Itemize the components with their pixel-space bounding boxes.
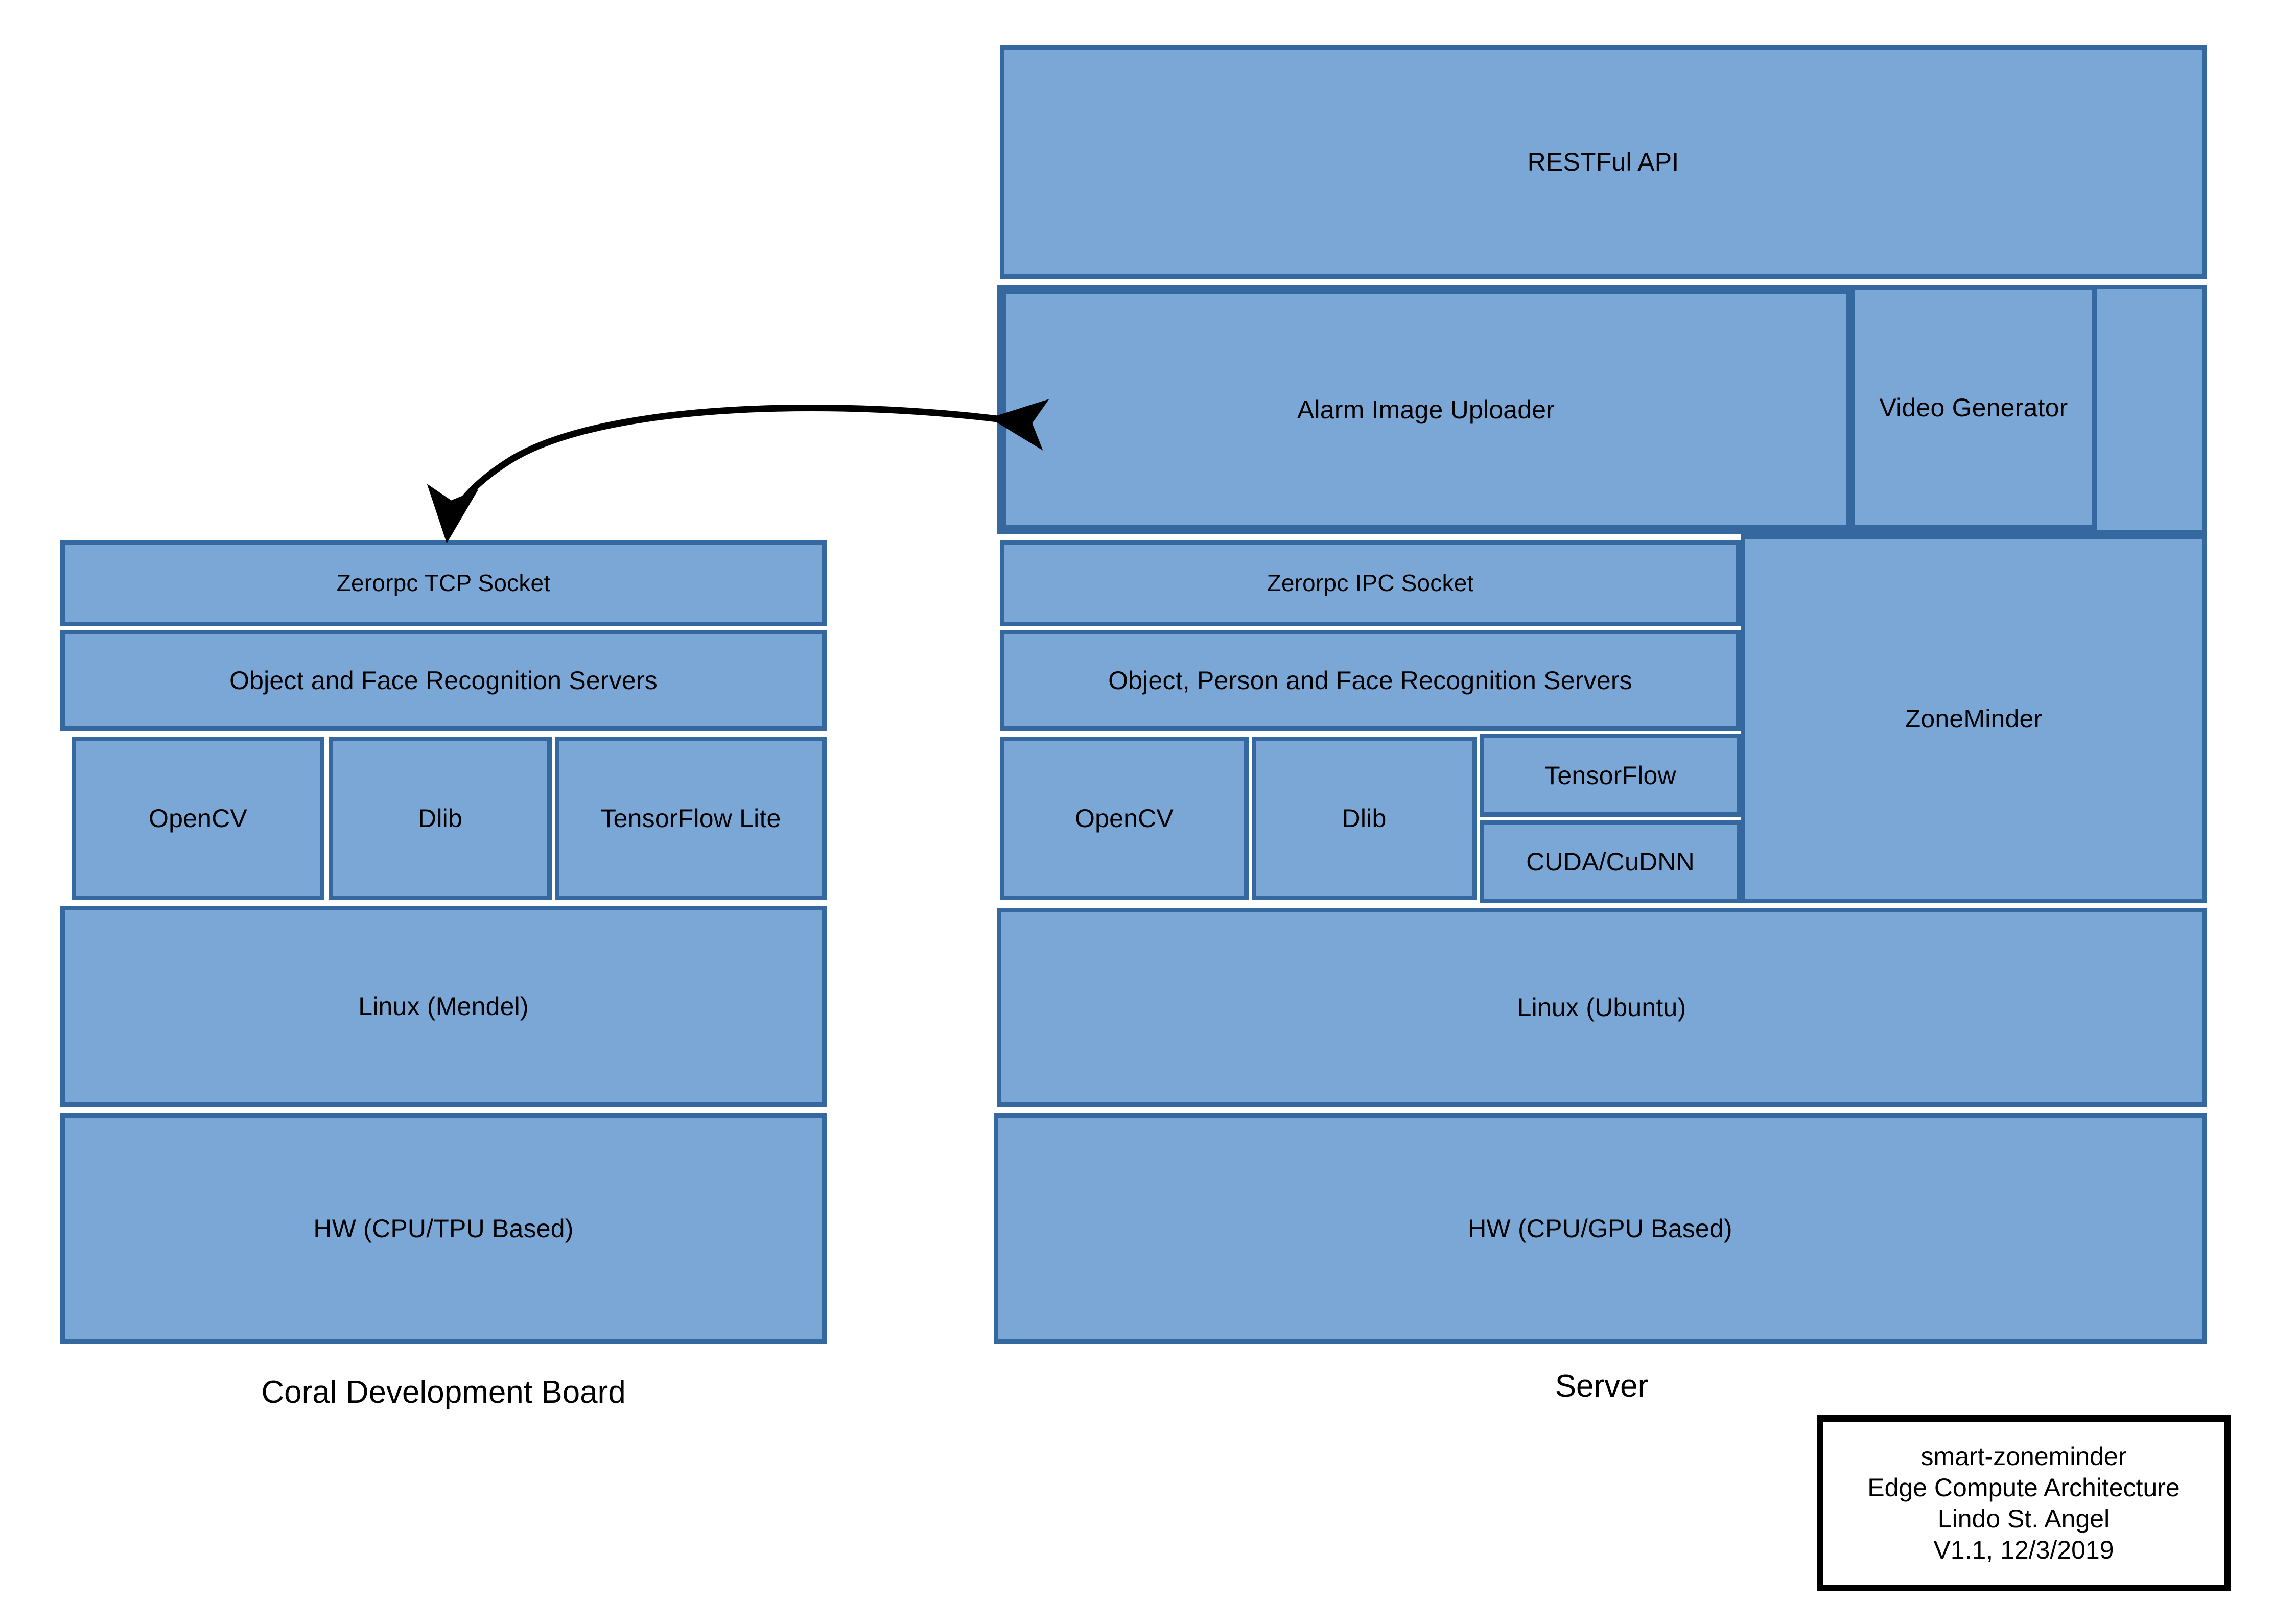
title-block-line-1: smart-zoneminder <box>1920 1442 2127 1471</box>
server-os-label: Linux (Ubuntu) <box>1517 993 1686 1022</box>
coral-stack-label: Coral Development Board <box>261 1375 626 1410</box>
server-tensorflow-box[interactable]: TensorFlow <box>1480 734 1741 817</box>
server-os-box[interactable]: Linux (Ubuntu) <box>997 908 2207 1107</box>
title-block-line-3: Lindo St. Angel <box>1937 1504 2110 1533</box>
server-zerorpc-ipc-socket-box[interactable]: Zerorpc IPC Socket <box>1000 540 1741 626</box>
coral-os-box[interactable]: Linux (Mendel) <box>60 906 827 1107</box>
coral-hardware-box[interactable]: HW (CPU/TPU Based) <box>60 1113 827 1344</box>
server-opencv-label: OpenCV <box>1075 804 1174 833</box>
coral-opencv-label: OpenCV <box>149 804 247 833</box>
server-hardware-box[interactable]: HW (CPU/GPU Based) <box>994 1113 2207 1344</box>
server-alarm-image-uploader-box[interactable]: Alarm Image Uploader <box>1001 289 1850 530</box>
server-cuda-cudnn-box[interactable]: CUDA/CuDNN <box>1480 820 1741 903</box>
coral-recognition-servers-box[interactable]: Object and Face Recognition Servers <box>60 630 827 731</box>
server-cuda-cudnn-label: CUDA/CuDNN <box>1526 847 1695 876</box>
server-zoneminder-label: ZoneMinder <box>1905 704 2043 733</box>
coral-opencv-box[interactable]: OpenCV <box>72 737 324 900</box>
coral-dlib-label: Dlib <box>418 804 462 833</box>
server-dlib-box[interactable]: Dlib <box>1252 737 1477 900</box>
server-video-generator-label: Video Generator <box>1879 393 2068 422</box>
server-recognition-servers-label: Object, Person and Face Recognition Serv… <box>1108 666 1632 695</box>
server-opencv-box[interactable]: OpenCV <box>1000 737 1249 900</box>
server-restful-api-label: RESTFul API <box>1527 148 1679 176</box>
server-recognition-servers-box[interactable]: Object, Person and Face Recognition Serv… <box>1000 630 1741 731</box>
coral-zerorpc-tcp-socket-box[interactable]: Zerorpc TCP Socket <box>60 540 827 626</box>
server-zoneminder-box[interactable]: ZoneMinder <box>1741 534 2207 903</box>
server-hardware-label: HW (CPU/GPU Based) <box>1468 1214 1732 1243</box>
coral-hardware-label: HW (CPU/TPU Based) <box>313 1214 574 1243</box>
server-video-generator-box[interactable]: Video Generator <box>1850 286 2097 530</box>
server-tensorflow-label: TensorFlow <box>1544 761 1676 790</box>
coral-recognition-servers-label: Object and Face Recognition Servers <box>229 666 658 695</box>
coral-dlib-box[interactable]: Dlib <box>329 737 552 900</box>
server-stack-label: Server <box>1555 1369 1649 1404</box>
title-block-line-2: Edge Compute Architecture <box>1867 1473 2180 1502</box>
coral-tensorflow-lite-label: TensorFlow Lite <box>600 804 781 833</box>
coral-os-label: Linux (Mendel) <box>358 992 529 1021</box>
title-block: smart-zoneminder Edge Compute Architectu… <box>1817 1415 2231 1591</box>
server-alarm-image-uploader-label: Alarm Image Uploader <box>1297 395 1555 424</box>
coral-tensorflow-lite-box[interactable]: TensorFlow Lite <box>555 737 827 900</box>
server-restful-api-box[interactable]: RESTFul API <box>1000 45 2207 279</box>
title-block-line-4: V1.1, 12/3/2019 <box>1933 1535 2114 1564</box>
coral-zerorpc-tcp-socket-label: Zerorpc TCP Socket <box>336 570 551 597</box>
server-dlib-label: Dlib <box>1342 804 1387 833</box>
server-zerorpc-ipc-socket-label: Zerorpc IPC Socket <box>1267 570 1474 597</box>
